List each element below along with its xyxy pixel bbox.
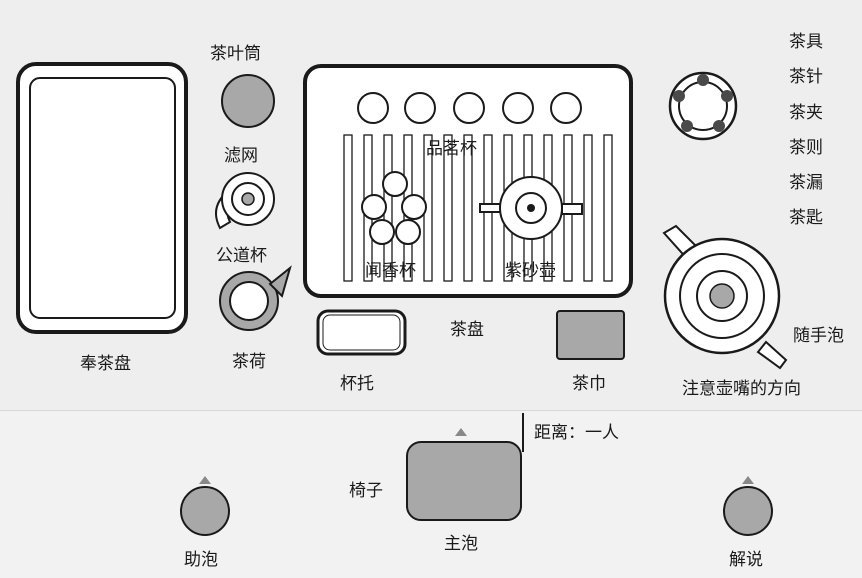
- tray-slat: [463, 134, 473, 282]
- tray-slat: [343, 134, 353, 282]
- tea-canister-label: 茶叶筒: [210, 44, 261, 64]
- tasting-cup: [357, 92, 389, 124]
- tray-slat: [603, 134, 613, 282]
- side-kettle: [662, 224, 788, 370]
- aroma-cups-label: 闻香杯: [365, 261, 416, 281]
- tea-tongs-label: 茶夹: [789, 103, 823, 123]
- tray-slat: [443, 134, 453, 282]
- tea-needle-label: 茶针: [789, 67, 823, 87]
- aroma-cup: [382, 171, 408, 197]
- tasting-cup: [502, 92, 534, 124]
- clay-teapot: [479, 176, 583, 240]
- distance-note: 距离：一人: [534, 423, 619, 443]
- tasting-cups-label: 品茗杯: [426, 139, 477, 159]
- narrator-seat: [723, 476, 773, 536]
- aroma-cup: [369, 219, 395, 245]
- clay-teapot-label: 紫砂壶: [505, 261, 556, 281]
- fair-cup-label: 公道杯: [216, 246, 267, 266]
- aroma-cup: [401, 194, 427, 220]
- tea-spoon-label: 茶匙: [789, 208, 823, 228]
- chair: [406, 428, 522, 521]
- tray-slat: [583, 134, 593, 282]
- tea-funnel-label: 茶漏: [789, 173, 823, 193]
- tea-towel: [556, 310, 625, 360]
- tea-canister: [221, 74, 275, 128]
- assistant-label: 助泡: [184, 550, 218, 570]
- main-brewer-label: 主泡: [444, 534, 478, 554]
- tea-scoop-label: 茶则: [789, 138, 823, 158]
- strainer: [215, 172, 275, 230]
- narrator-label: 解说: [729, 550, 763, 570]
- tasting-cup: [404, 92, 436, 124]
- side-kettle-label: 随手泡: [793, 326, 844, 346]
- tea-tool-holder: [668, 71, 738, 141]
- serving-tray-label: 奉茶盘: [80, 354, 131, 374]
- cup-saucer: [316, 309, 407, 356]
- aroma-cups: [361, 171, 427, 245]
- strainer-label: 滤网: [224, 146, 258, 166]
- cup-saucer-label: 杯托: [340, 374, 374, 394]
- aroma-cup: [395, 219, 421, 245]
- tea-tools-label: 茶具: [789, 32, 823, 52]
- tasting-cup: [550, 92, 582, 124]
- aroma-cup: [361, 194, 387, 220]
- lid-rest-label: 茶荷: [232, 352, 266, 372]
- serving-tray: [16, 62, 188, 334]
- fair-cup: [219, 265, 292, 331]
- tasting-cups: [357, 92, 582, 124]
- assistant-seat: [180, 476, 230, 536]
- chair-label: 椅子: [349, 481, 383, 501]
- tea-tray-label: 茶盘: [450, 320, 484, 340]
- tea-towel-label: 茶巾: [572, 374, 606, 394]
- spout-note: 注意壶嘴的方向: [682, 379, 801, 399]
- tasting-cup: [453, 92, 485, 124]
